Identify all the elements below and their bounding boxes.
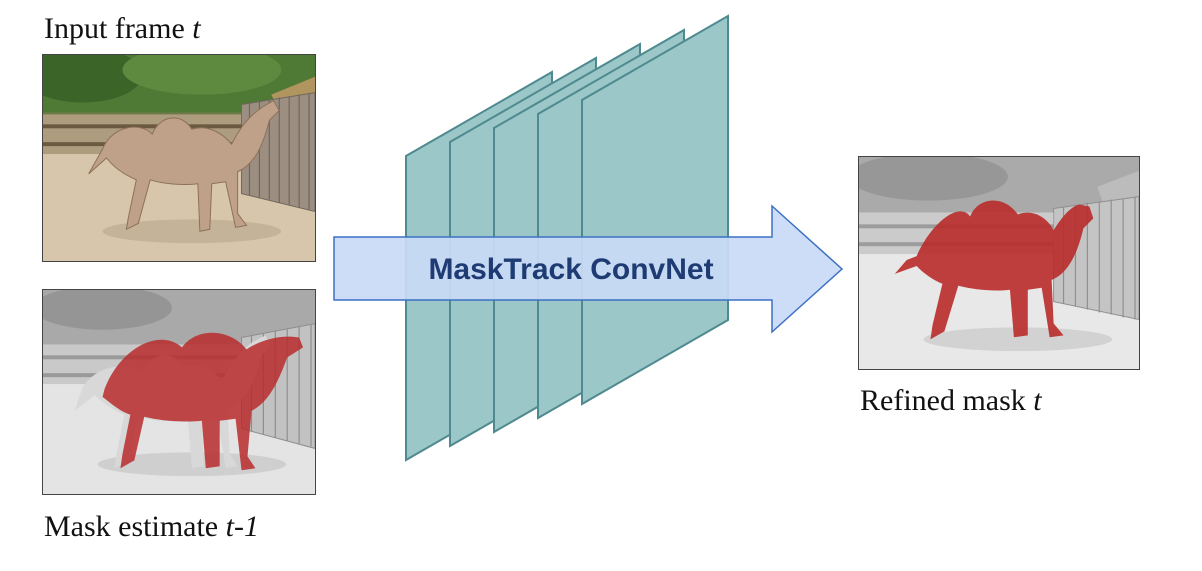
- mask-estimate-caption-text: Mask estimate: [44, 510, 226, 543]
- input-frame-image: [42, 54, 316, 262]
- camel-refined-mask-icon: [859, 157, 1139, 369]
- flow-arrow-shape: [333, 204, 844, 334]
- refined-mask-image: [858, 156, 1140, 370]
- mask-estimate-caption: Mask estimate t-1: [44, 512, 259, 542]
- camel-photo-icon: [43, 55, 315, 261]
- mask-estimate-image: [42, 289, 316, 495]
- input-frame-caption-text: Input frame: [44, 12, 193, 45]
- camel-mask-overlay-icon: [43, 290, 315, 494]
- refined-mask-variable: t: [1033, 384, 1042, 417]
- refined-mask-caption-text: Refined mask: [860, 384, 1034, 417]
- network-label: MaskTrack ConvNet: [428, 253, 713, 286]
- conv-layer-5: [581, 14, 729, 406]
- input-frame-variable: t: [192, 12, 201, 45]
- refined-mask-caption: Refined mask t: [860, 386, 1042, 416]
- flow-arrow: MaskTrack ConvNet: [333, 204, 844, 334]
- mask-estimate-variable: t-1: [225, 510, 259, 543]
- input-frame-caption: Input frame t: [44, 14, 201, 44]
